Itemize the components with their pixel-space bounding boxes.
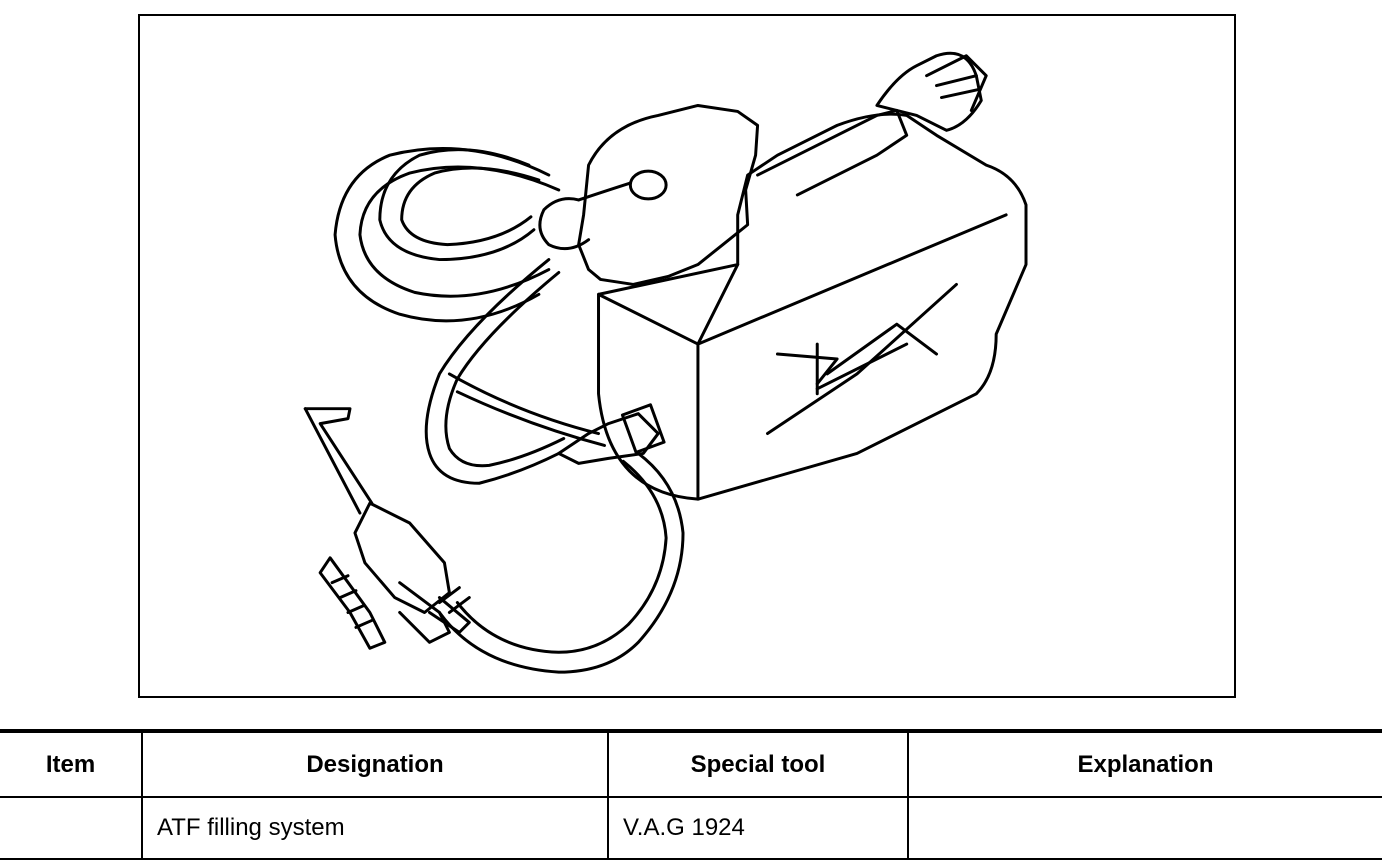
header-item: Item: [0, 729, 143, 798]
table-row: ATF filling system V.A.G 1924: [0, 796, 1382, 860]
table-header-row: Item Designation Special tool Explanatio…: [0, 729, 1382, 798]
special-tool-table: Item Designation Special tool Explanatio…: [0, 729, 1382, 860]
cell-special-tool: V.A.G 1924: [607, 796, 909, 860]
header-explanation: Explanation: [907, 729, 1382, 798]
figure-frame: [138, 14, 1236, 698]
cell-designation: ATF filling system: [141, 796, 609, 860]
atf-filling-system-illustration: [303, 51, 1028, 674]
cell-item: [0, 796, 143, 860]
header-special-tool: Special tool: [607, 729, 909, 798]
header-designation: Designation: [141, 729, 609, 798]
cell-explanation: [907, 796, 1382, 860]
